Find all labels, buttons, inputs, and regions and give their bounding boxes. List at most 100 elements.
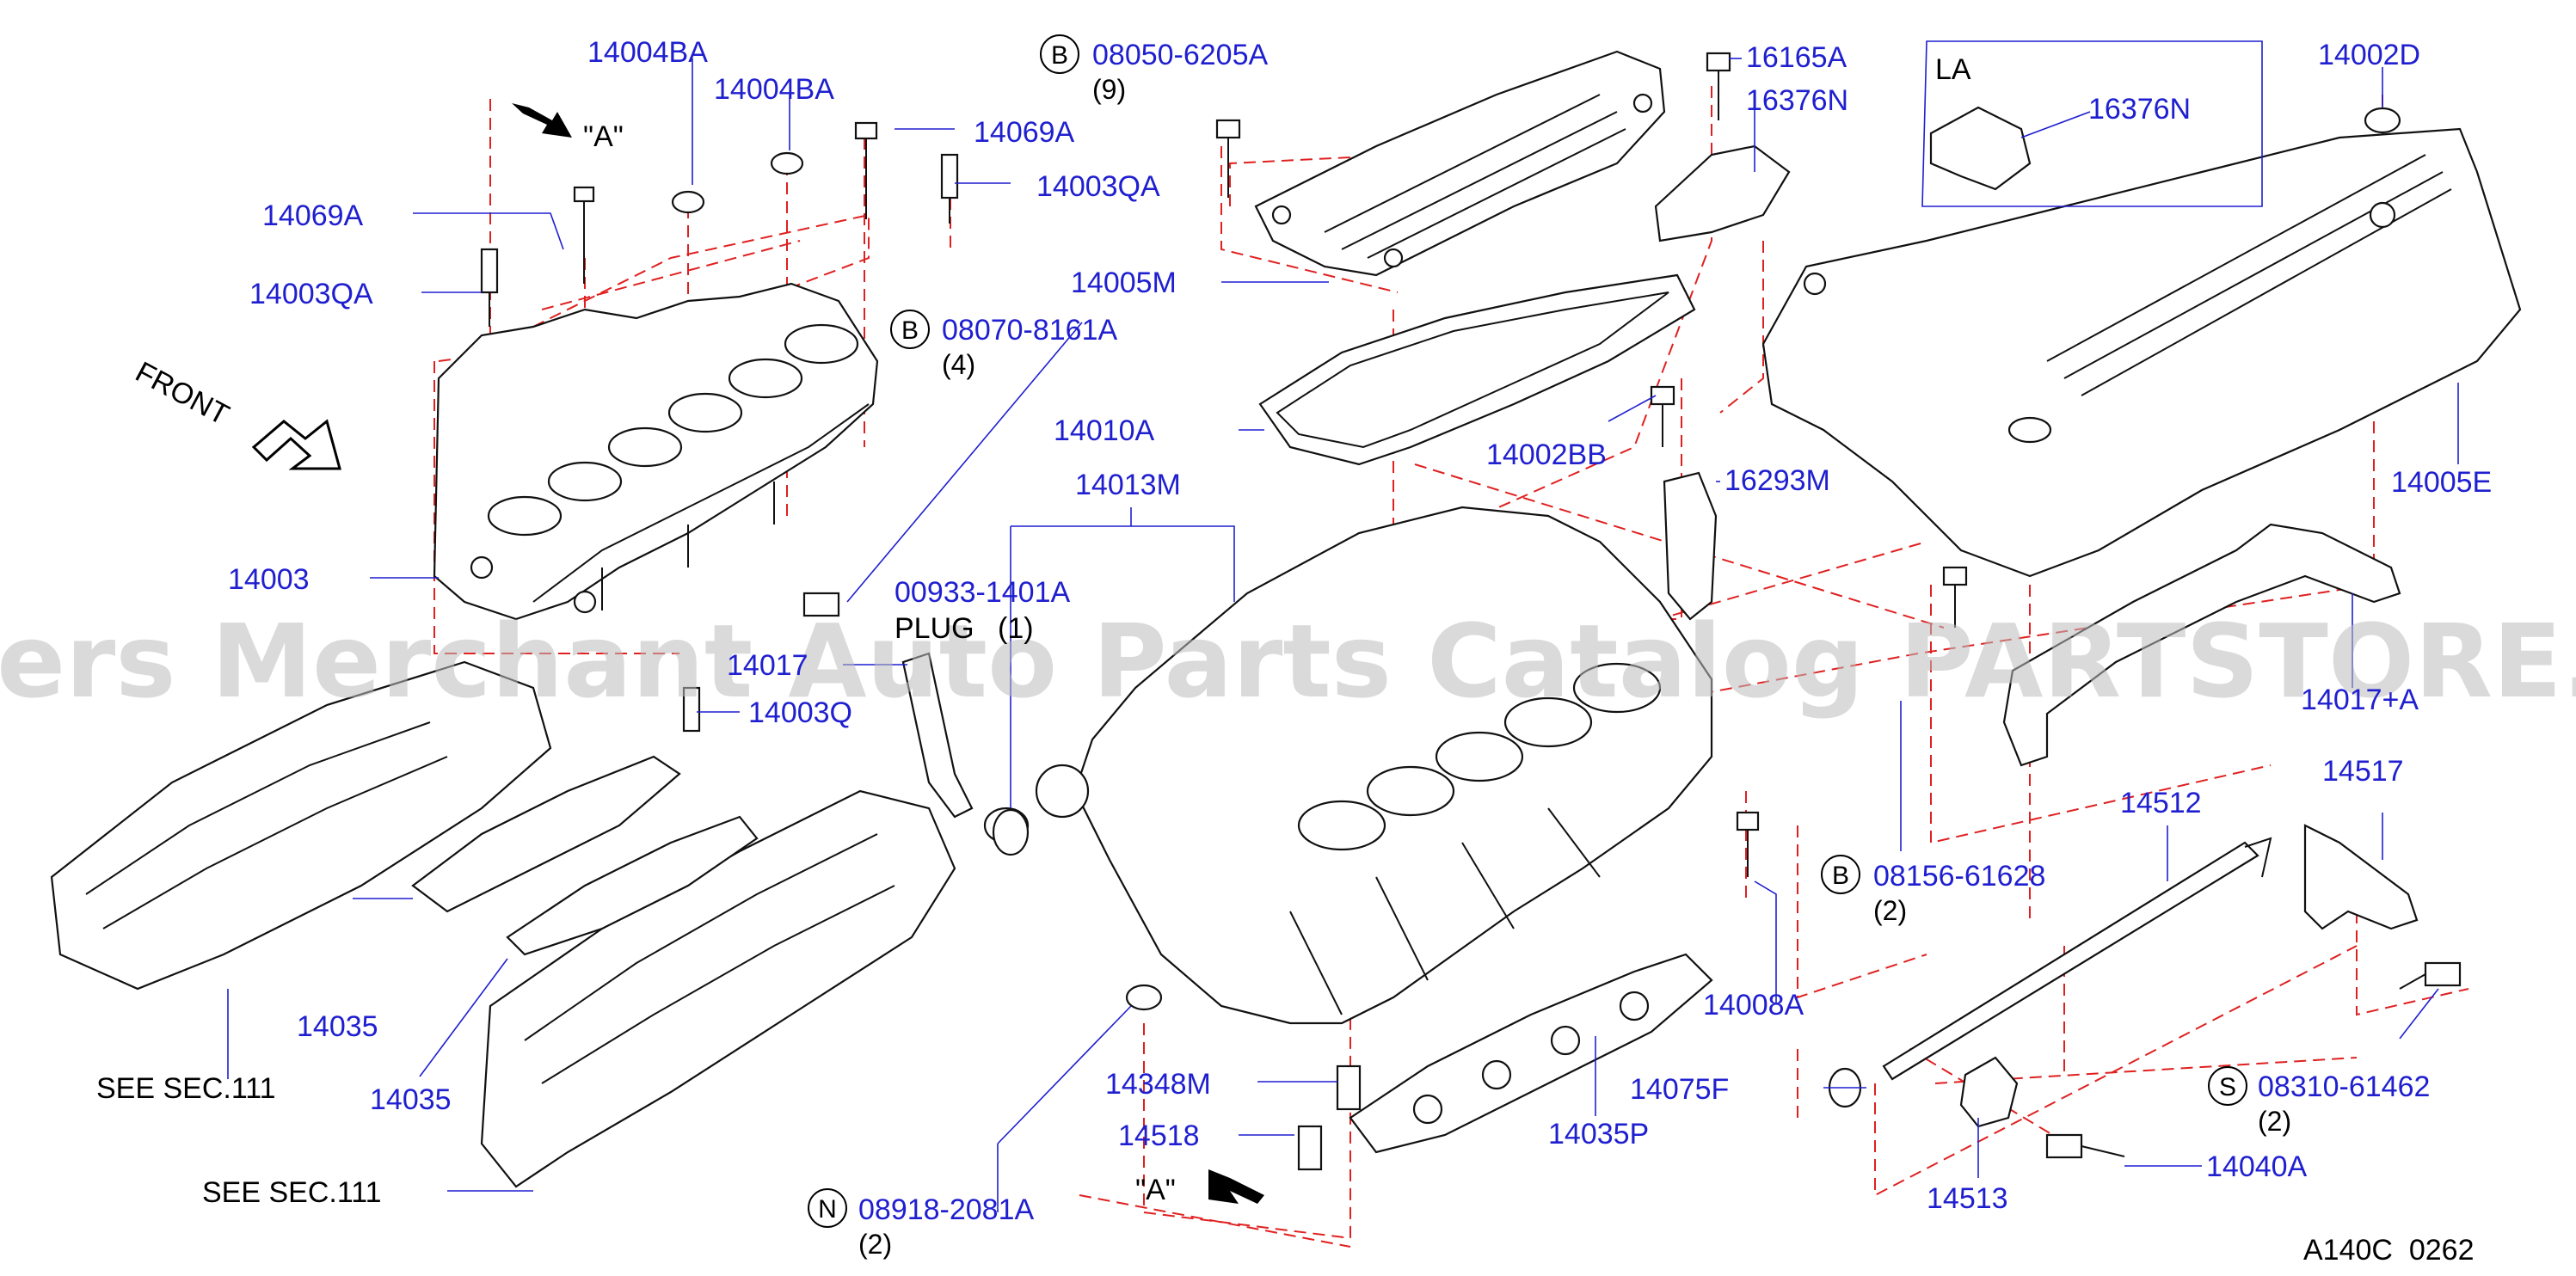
label-14069a-top[interactable]: 14069A — [974, 116, 1075, 149]
callout-circles: B B B N S — [808, 34, 2247, 1228]
label-08156-61628[interactable]: 08156-61628 — [1873, 860, 2045, 893]
label-08918-qty: (2) — [858, 1229, 892, 1260]
diagram-code: A140C 0262 — [2303, 1234, 2475, 1267]
bolt-14008a — [1736, 811, 1760, 877]
label-14003[interactable]: 14003 — [228, 563, 310, 596]
label-front: FRONT — [130, 356, 234, 432]
bolt-08156 — [1942, 566, 1968, 628]
label-08156-qty: (2) — [1873, 895, 1907, 926]
center-cover-part — [1254, 50, 1666, 277]
label-14517[interactable]: 14517 — [2322, 755, 2404, 788]
label-14003qa-left[interactable]: 14003QA — [249, 278, 373, 310]
label-14518[interactable]: 14518 — [1118, 1120, 1200, 1152]
nut-14004ba-1 — [671, 190, 705, 214]
bracket-14017a-part — [2002, 523, 2401, 767]
label-16376n[interactable]: 16376N — [1746, 84, 1848, 117]
label-16293m[interactable]: 16293M — [1725, 464, 1830, 497]
label-08050-6205a[interactable]: 08050-6205A — [1092, 39, 1269, 71]
label-14004ba-2[interactable]: 14004BA — [714, 73, 834, 106]
label-14035-2[interactable]: 14035 — [370, 1083, 452, 1116]
parts — [50, 50, 2522, 1188]
arrows — [251, 103, 1264, 1204]
label-08070-8161a[interactable]: 08070-8161A — [942, 314, 1118, 347]
label-14035-1[interactable]: 14035 — [297, 1010, 378, 1043]
plug-00933 — [802, 592, 840, 617]
bracket-16376n — [1654, 144, 1791, 242]
label-14002d[interactable]: 14002D — [2318, 39, 2420, 71]
callout-b-08050-letter: B — [1051, 41, 1068, 70]
bolt-14069a-left — [573, 186, 595, 284]
label-14512[interactable]: 14512 — [2120, 787, 2202, 819]
label-14069a-left[interactable]: 14069A — [262, 199, 364, 232]
bolt-08310 — [2399, 961, 2462, 990]
cylinder-head-1-part — [50, 660, 552, 991]
watermark: Offers Merchant Auto Parts Catalog PARTS… — [0, 602, 2576, 721]
label-14040a[interactable]: 14040A — [2206, 1150, 2308, 1183]
label-14004ba-1[interactable]: 14004BA — [587, 36, 708, 69]
label-see-sec111-1[interactable]: SEE SEC.111 — [96, 1072, 276, 1105]
upper-manifold-part — [433, 282, 879, 621]
label-14008a[interactable]: 14008A — [1703, 989, 1804, 1021]
rod-14512-part — [1882, 837, 2272, 1081]
front-arrow — [251, 419, 341, 470]
label-16376n-la[interactable]: 16376N — [2088, 93, 2191, 126]
label-14035p[interactable]: 14035P — [1548, 1118, 1649, 1150]
label-08050-qty: (9) — [1092, 74, 1126, 105]
actuator-14517-part — [2303, 824, 2419, 930]
label-14005e[interactable]: 14005E — [2391, 466, 2492, 499]
gasket-16293m — [1663, 471, 1718, 621]
part-labels: 14004BA 14004BA "A" 14069A 14003QA 14069… — [96, 36, 2492, 1267]
label-view-a-top: "A" — [583, 120, 624, 153]
label-plug-qty: (1) — [998, 612, 1034, 645]
sensor-14003qa-left — [480, 248, 499, 327]
plate-14513 — [1959, 1056, 2019, 1128]
label-14017-a[interactable]: 14017+A — [2301, 684, 2419, 716]
callout-s-08310-letter: S — [2219, 1073, 2236, 1101]
pipe-14017 — [901, 652, 974, 819]
gasket-14035p-part — [1349, 953, 1713, 1154]
label-14003q[interactable]: 14003Q — [748, 696, 852, 729]
bolt-14002bb — [1650, 385, 1675, 447]
bolt-14040a — [2045, 1133, 2125, 1159]
label-view-a-bottom: "A" — [1135, 1174, 1176, 1206]
callout-s-08310 — [2208, 1066, 2247, 1106]
label-08918-2081a[interactable]: 08918-2081A — [858, 1193, 1035, 1226]
bolt-16165a — [1706, 52, 1731, 120]
label-16165a[interactable]: 16165A — [1746, 41, 1847, 74]
nut-14002d — [2364, 107, 2401, 134]
label-la: LA — [1935, 53, 1971, 86]
gasket-14010a-part — [1258, 273, 1696, 466]
label-14017[interactable]: 14017 — [727, 649, 808, 682]
sensor-14003qa-top — [940, 153, 959, 224]
label-14003qa-top[interactable]: 14003QA — [1036, 170, 1160, 203]
label-08310-61462[interactable]: 08310-61462 — [2258, 1070, 2430, 1103]
oring-14013m — [992, 808, 1030, 856]
label-14348m[interactable]: 14348M — [1105, 1068, 1211, 1101]
lower-manifold-part — [983, 506, 1713, 1025]
callout-n-08918 — [808, 1188, 847, 1228]
label-14513[interactable]: 14513 — [1927, 1182, 2008, 1215]
nut-08918 — [1125, 984, 1163, 1011]
callout-b-08050 — [1040, 34, 1079, 74]
label-see-sec111-2[interactable]: SEE SEC.111 — [202, 1176, 382, 1209]
label-08070-qty: (4) — [942, 349, 975, 380]
valve-14518 — [1297, 1125, 1323, 1171]
label-08310-qty: (2) — [2258, 1106, 2291, 1137]
label-14005m[interactable]: 14005M — [1071, 267, 1177, 299]
label-00933-1401a[interactable]: 00933-1401A — [895, 576, 1071, 609]
leader-lines — [227, 40, 2459, 1212]
label-14010a[interactable]: 14010A — [1054, 414, 1155, 447]
gasket-14035-1-part — [411, 755, 681, 913]
callout-b-08156-letter: B — [1832, 862, 1849, 890]
spring-14348m — [1336, 1064, 1362, 1111]
callout-b-08156 — [1821, 855, 1860, 894]
view-a-arrow-bottom — [1208, 1169, 1264, 1204]
label-14075f[interactable]: 14075F — [1630, 1073, 1729, 1106]
bracket-la-16376n — [1929, 106, 2032, 191]
label-14002bb[interactable]: 14002BB — [1486, 439, 1607, 471]
callout-b-08070-letter: B — [901, 316, 919, 345]
callout-n-08918-letter: N — [818, 1195, 837, 1224]
bolt-08050 — [1215, 119, 1241, 198]
label-14013m[interactable]: 14013M — [1075, 469, 1181, 501]
